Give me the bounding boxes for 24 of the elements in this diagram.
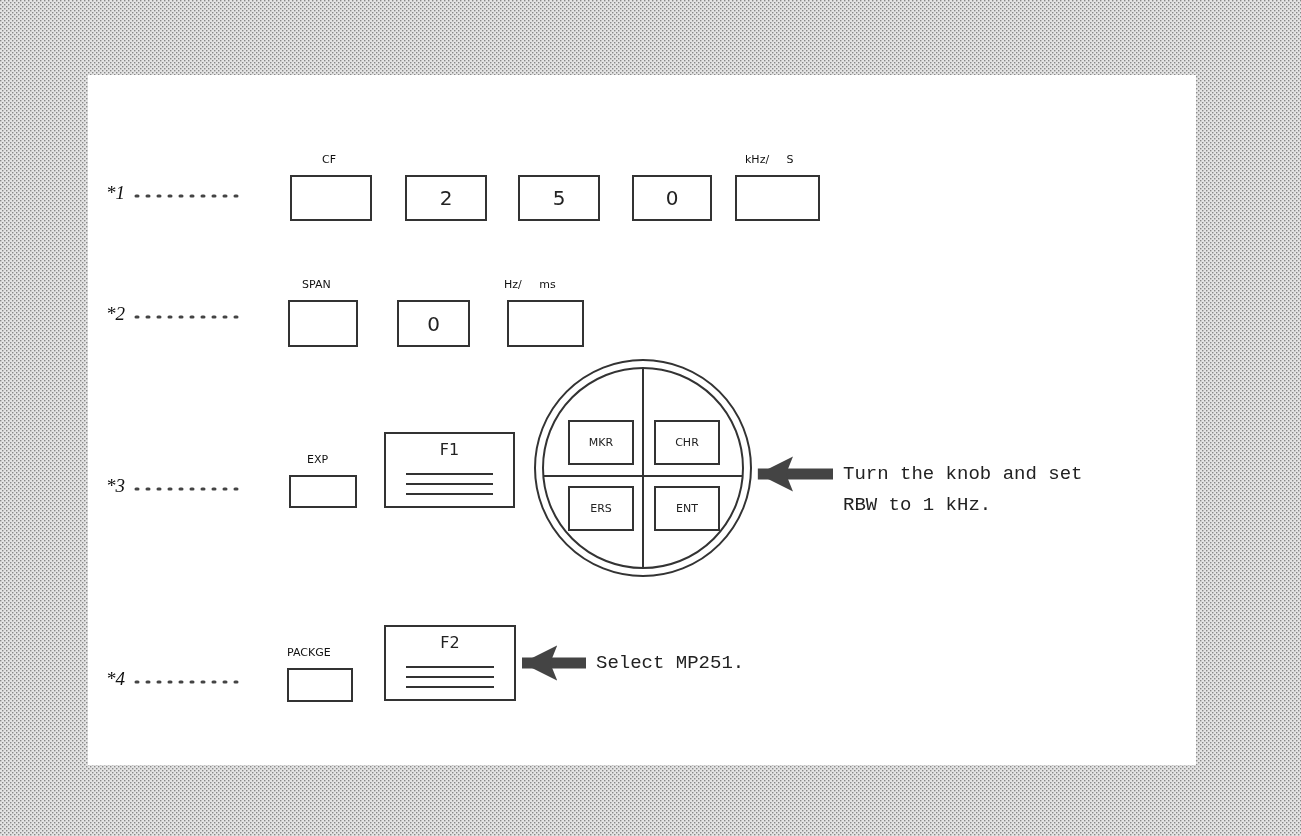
key: 0 (397, 300, 470, 347)
arrow (757, 456, 833, 492)
key: 0 (632, 175, 712, 221)
key-label: EXP (307, 453, 329, 466)
key: 2 (405, 175, 487, 221)
step-number: *1 (106, 182, 130, 210)
instruction-text: Select MP251. (596, 648, 796, 680)
step-number: *3 (106, 475, 130, 503)
key: CHR (654, 420, 720, 465)
instruction-text: Turn the knob and set RBW to 1 kHz. (843, 459, 1113, 523)
key: 5 (518, 175, 600, 221)
key: ERS (568, 486, 634, 531)
softkey-display: F2 (384, 625, 516, 701)
key: ENT (654, 486, 720, 531)
key-label: SPAN (302, 278, 331, 291)
key-label: PACKGE (287, 646, 331, 659)
arrow (522, 645, 586, 681)
key-label: kHz/ S (745, 153, 794, 166)
step-number: *2 (106, 303, 130, 331)
key-label: Hz/ ms (504, 278, 556, 291)
step-number: *4 (106, 668, 130, 696)
softkey-display: F1 (384, 432, 515, 508)
key: MKR (568, 420, 634, 465)
key-label: CF (322, 153, 336, 166)
